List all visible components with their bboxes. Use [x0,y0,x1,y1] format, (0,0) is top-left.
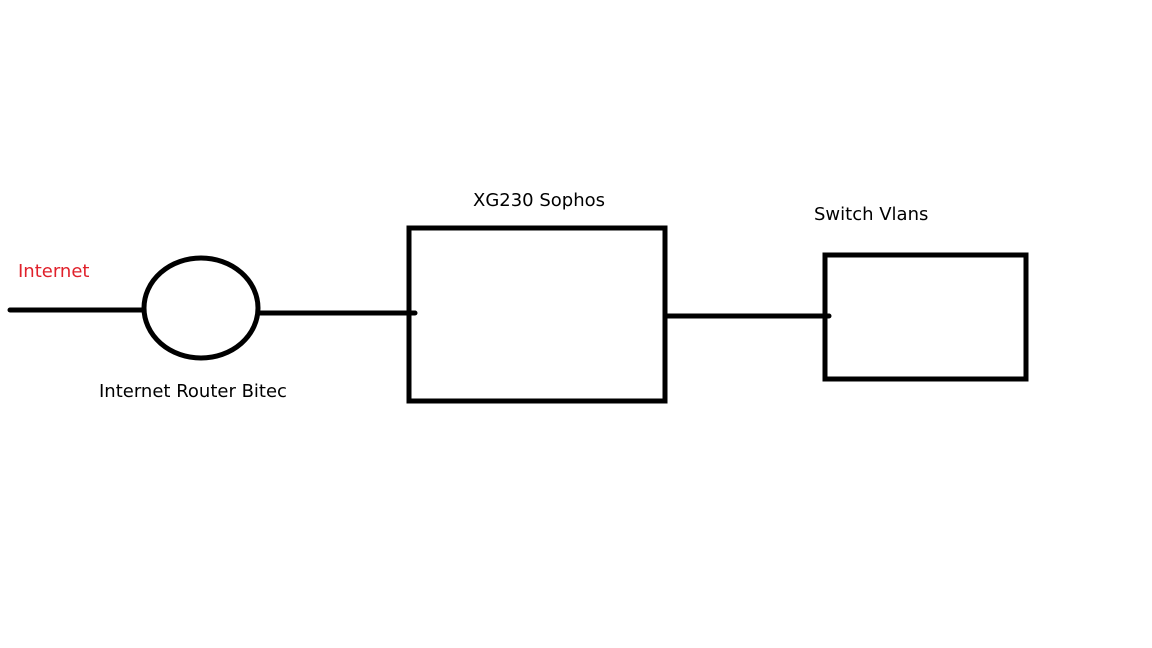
router-label: Internet Router Bitec [99,381,287,402]
internet-label: Internet [18,261,90,282]
switch-node [822,252,1029,382]
router-node [141,255,261,361]
firewall-label: XG230 Sophos [473,190,606,211]
firewall-node [406,225,668,404]
switch-label: Switch Vlans [814,204,929,225]
